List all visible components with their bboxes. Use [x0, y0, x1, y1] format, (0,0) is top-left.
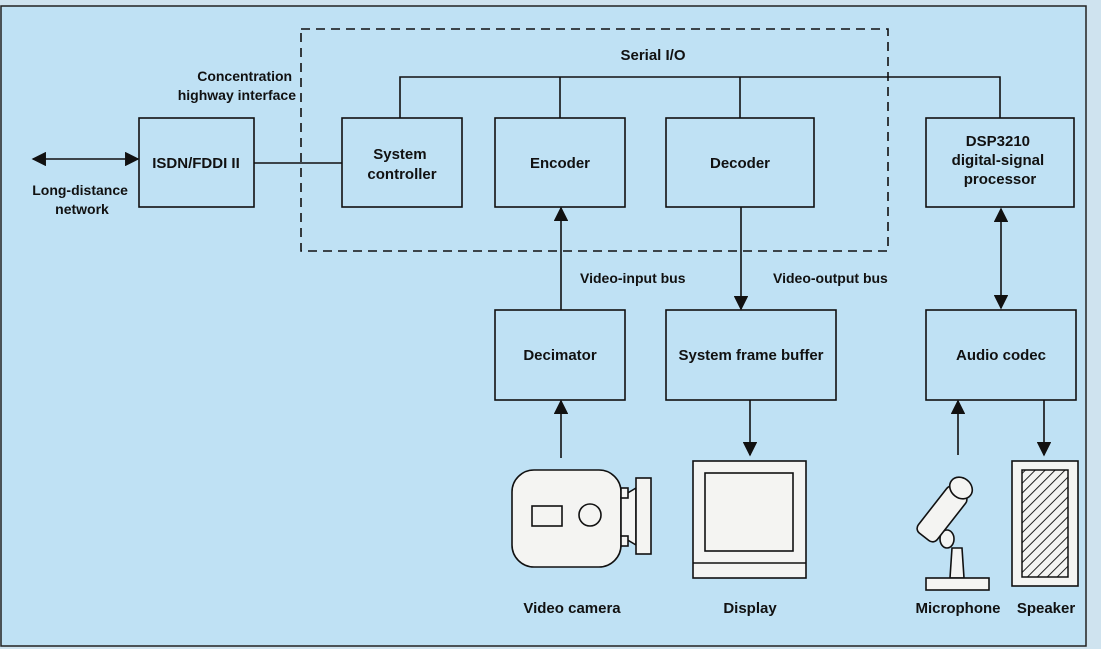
decimator-label: Decimator — [523, 347, 597, 364]
microphone-label: Microphone — [916, 600, 1001, 617]
display-label: Display — [723, 600, 777, 617]
long-distance-label: Long-distance network — [32, 182, 132, 217]
dsp-label: DSP3210 digital-signal processor — [952, 133, 1049, 188]
decoder-label: Decoder — [710, 155, 770, 172]
isdn-label: ISDN/FDDI II — [152, 155, 240, 172]
video-input-bus-label: Video-input bus — [580, 270, 686, 286]
isdn-fddi-box — [138, 117, 255, 208]
video-output-bus-label: Video-output bus — [773, 270, 888, 286]
microphone-icon — [916, 476, 990, 591]
video-camera-icon — [511, 469, 652, 568]
frame-buffer-box — [665, 309, 837, 401]
chip-boundary — [300, 28, 889, 252]
serial-io-label: Serial I/O — [620, 47, 685, 64]
audio-codec-label: Audio codec — [956, 347, 1046, 364]
dsp-box — [925, 117, 1075, 208]
speaker-label: Speaker — [1017, 600, 1076, 617]
video-camera-label: Video camera — [523, 600, 621, 617]
decoder-box — [665, 117, 815, 208]
speaker-icon — [1011, 460, 1079, 587]
audio-codec-box — [925, 309, 1077, 401]
display-icon — [692, 460, 807, 579]
system-controller-label: System controller — [367, 146, 436, 183]
frame-buffer-label: System frame buffer — [678, 347, 823, 364]
encoder-box — [494, 117, 626, 208]
serial-io-bus — [399, 76, 1001, 118]
concentration-label: Concentration highway interface — [178, 68, 296, 103]
encoder-label: Encoder — [530, 155, 590, 172]
system-controller-box — [341, 117, 463, 208]
